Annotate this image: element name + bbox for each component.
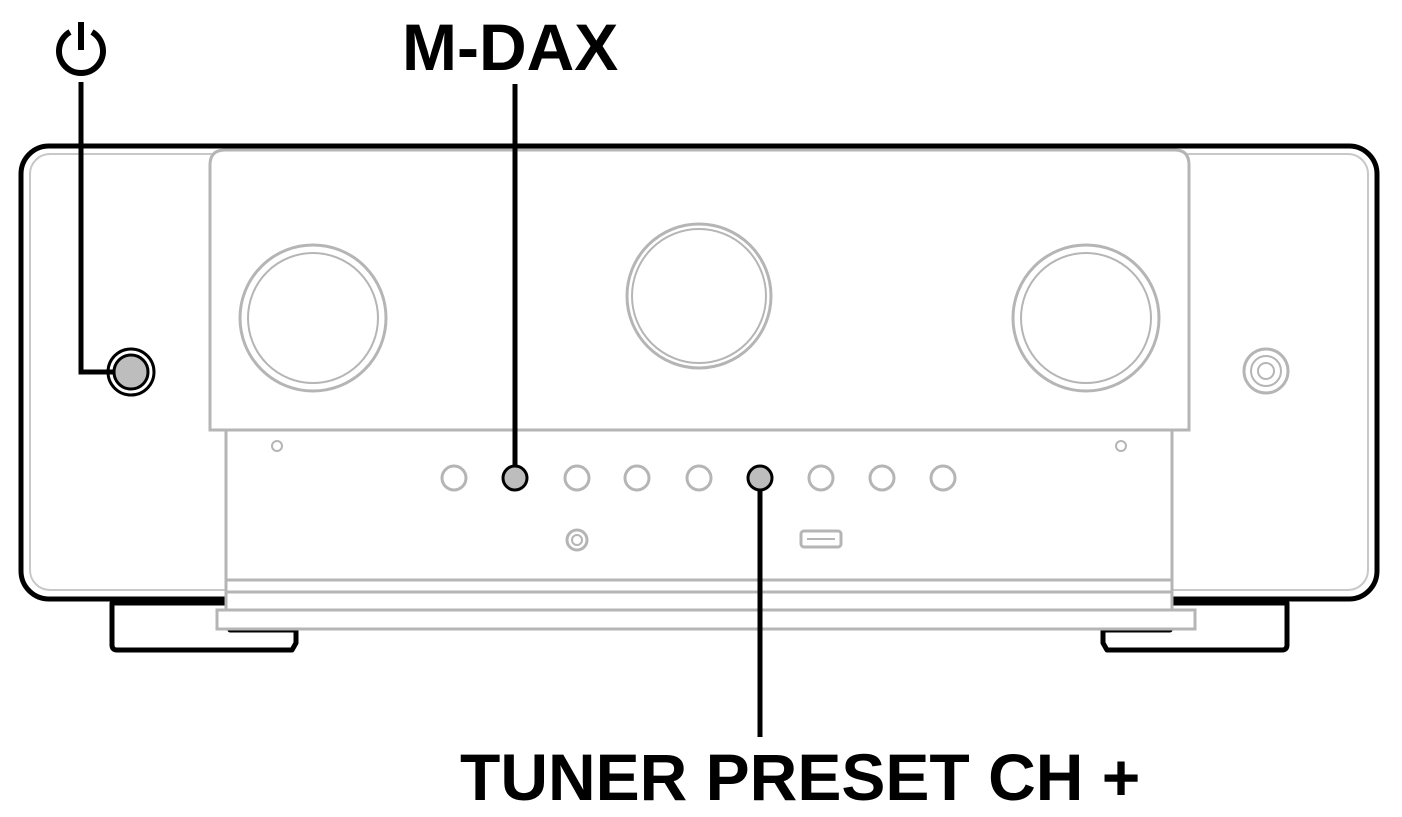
m-dax-button[interactable] bbox=[501, 464, 529, 492]
tuner-preset-ch-plus-label: TUNER PRESET CH + bbox=[460, 740, 1141, 814]
base-plate bbox=[215, 608, 1197, 631]
lower-panel bbox=[224, 428, 1174, 582]
right-indicator bbox=[1115, 440, 1127, 452]
setup-mic-jack bbox=[565, 528, 589, 552]
front-button[interactable] bbox=[929, 464, 957, 492]
front-button[interactable] bbox=[623, 464, 651, 492]
m-dax-label: M-DAX bbox=[402, 10, 619, 84]
bottom-trim bbox=[224, 578, 1174, 612]
display-window-knob bbox=[625, 222, 773, 370]
front-button[interactable] bbox=[563, 464, 591, 492]
left-indicator bbox=[271, 440, 283, 452]
power-icon bbox=[56, 22, 106, 77]
volume-knob[interactable] bbox=[1011, 243, 1161, 393]
front-button[interactable] bbox=[868, 464, 896, 492]
front-button[interactable] bbox=[807, 464, 835, 492]
front-button[interactable] bbox=[685, 464, 713, 492]
front-button[interactable] bbox=[440, 464, 468, 492]
headphone-jack bbox=[1242, 347, 1290, 395]
usb-port bbox=[799, 529, 843, 549]
power-callout-line bbox=[78, 82, 114, 375]
power-button[interactable] bbox=[106, 347, 156, 397]
front-buttons bbox=[440, 464, 957, 492]
tuner-preset-ch-plus-button[interactable] bbox=[746, 464, 774, 492]
input-selector-knob[interactable] bbox=[238, 243, 388, 393]
